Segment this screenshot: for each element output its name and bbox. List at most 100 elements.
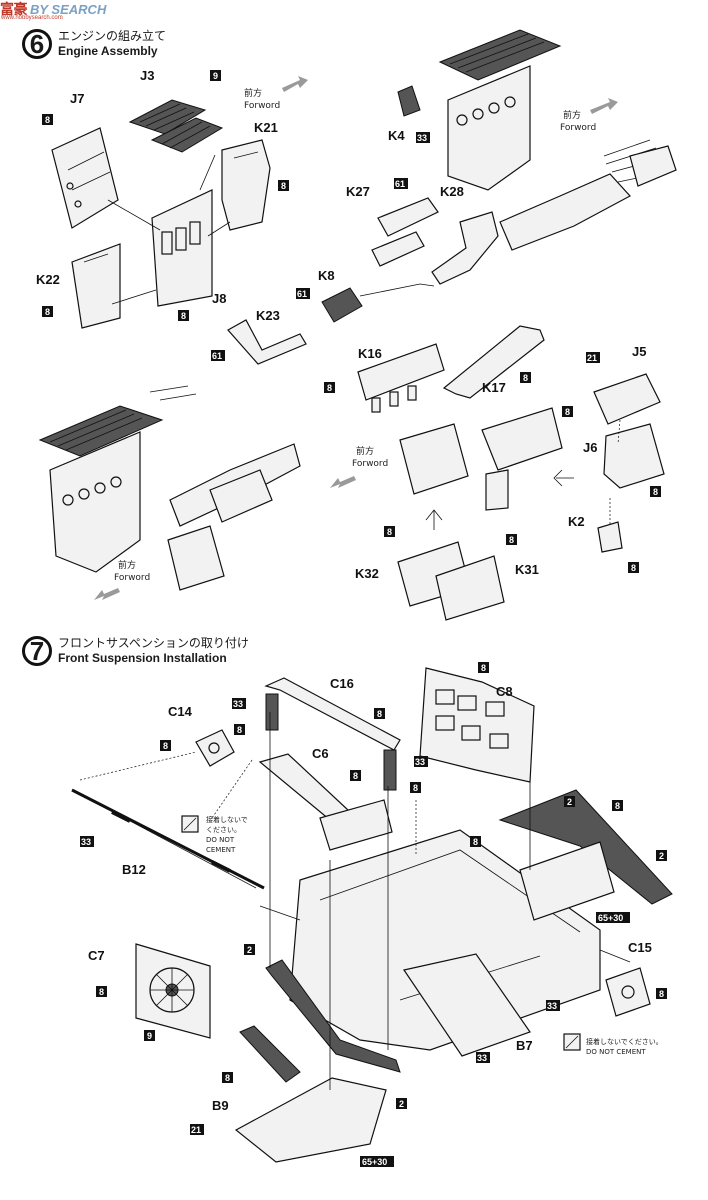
label-k8: K8	[318, 268, 335, 283]
tag-2: 2	[659, 851, 664, 861]
arrow-left	[553, 469, 574, 487]
part-airbox	[399, 407, 563, 511]
watermark-sub: BY SEARCH	[30, 1, 107, 17]
tag-61: 61	[395, 179, 405, 189]
label-k4: K4	[388, 128, 405, 143]
no-cement-b-en: DO NOT CEMENT	[586, 1048, 646, 1056]
forward-arrow-2	[590, 98, 618, 114]
part-b7-floor	[403, 953, 531, 1057]
part-k16-manifold	[357, 343, 445, 413]
part-b9-undertray	[234, 1077, 387, 1163]
tag-8: 8	[615, 801, 620, 811]
tag-8: 8	[237, 725, 242, 735]
label-j7: J7	[70, 91, 84, 106]
label-b9: B9	[212, 1098, 229, 1113]
label-k16: K16	[358, 346, 382, 361]
label-c7: C7	[88, 948, 105, 963]
tag-8: 8	[631, 563, 636, 573]
label-k17: K17	[482, 380, 506, 395]
label-k21: K21	[254, 120, 278, 135]
forward-en-2: Forword	[560, 123, 596, 133]
part-j8-block	[151, 189, 213, 307]
tag-8: 8	[523, 373, 528, 383]
part-lower-wishbone	[239, 959, 401, 1083]
label-c6: C6	[312, 746, 329, 761]
step-6-title: エンジンの組み立て Engine Assembly	[58, 29, 166, 59]
label-b7: B7	[516, 1038, 533, 1053]
tag-33: 33	[81, 837, 91, 847]
label-j5: J5	[632, 344, 646, 359]
part-k8-filter	[321, 287, 363, 323]
tag-8: 8	[353, 771, 358, 781]
tag-8: 8	[473, 837, 478, 847]
tag-8: 8	[509, 535, 514, 545]
label-k31: K31	[515, 562, 539, 577]
tag-33: 33	[547, 1001, 557, 1011]
label-k32: K32	[355, 566, 379, 581]
forward-jp-4: 前方	[118, 559, 136, 571]
forward-arrow-4	[94, 588, 120, 600]
label-k28: K28	[440, 184, 464, 199]
label-c8: C8	[496, 684, 513, 699]
tag-8: 8	[565, 407, 570, 417]
part-c16-bar	[264, 677, 401, 791]
no-cement-en1: DO NOT	[206, 836, 235, 844]
no-cement-en2: CEMENT	[206, 846, 236, 854]
part-j3-cam-cover	[128, 99, 224, 153]
label-k2: K2	[568, 514, 585, 529]
forward-jp-1: 前方	[244, 87, 262, 99]
label-k23: K23	[256, 308, 280, 323]
no-cement-b-jp: 接着しないでください。	[586, 1037, 663, 1046]
part-k17-pipe	[442, 325, 545, 399]
part-c14-upright	[195, 729, 235, 767]
tag-33: 33	[477, 1053, 487, 1063]
no-cement-box-2	[563, 1033, 581, 1051]
engine-assembled	[38, 385, 301, 591]
tag-33: 33	[417, 133, 427, 143]
tag-8: 8	[181, 311, 186, 321]
tag-21: 21	[191, 1125, 201, 1135]
engine-top-right	[438, 29, 562, 191]
part-k22-stand	[71, 243, 121, 329]
label-k27: K27	[346, 184, 370, 199]
step-7-number: 7	[22, 636, 52, 666]
part-c8-plate	[419, 667, 535, 783]
part-k27-k28-intake	[359, 197, 499, 297]
forward-jp-3: 前方	[356, 445, 374, 457]
label-b12: B12	[122, 862, 146, 877]
no-cement-box-1	[181, 815, 199, 833]
label-j6: J6	[583, 440, 597, 455]
tag-61: 61	[297, 289, 307, 299]
part-c15-upright	[605, 967, 651, 1017]
part-j7-panel	[51, 127, 119, 229]
tag-8: 8	[659, 989, 664, 999]
watermark-url: www.hobbysearch.com	[1, 15, 63, 21]
step-7-title: フロントサスペンションの取り付け Front Suspension Instal…	[58, 636, 249, 666]
watermark-main: 富豪	[0, 1, 28, 17]
tag-8: 8	[45, 115, 50, 125]
tag-group-step6: 9 8 8 8 8 61 61 61 33 8 8 21 8 8 8 8 8	[42, 70, 661, 573]
tag-33: 33	[233, 699, 243, 709]
tag-group-step7: 8 33 8 8 8 33 8 8 2 8 33 8 2 65+30 2 8 8…	[80, 662, 667, 1167]
forward-en-4: Forword	[114, 573, 150, 583]
forward-en-3: Forword	[352, 459, 388, 469]
tag-9: 9	[213, 71, 218, 81]
label-j3: J3	[140, 68, 154, 83]
tag-21: 21	[587, 353, 597, 363]
tag-9: 9	[147, 1031, 152, 1041]
tag-33: 33	[415, 757, 425, 767]
tag-61: 61	[212, 351, 222, 361]
step-7-title-en: Front Suspension Installation	[58, 651, 227, 665]
step-6-title-jp: エンジンの組み立て	[58, 29, 167, 43]
step-7-title-jp: フロントサスペンションの取り付け	[58, 636, 249, 650]
tag-8: 8	[225, 1073, 230, 1083]
watermark: 富豪 BY SEARCH	[0, 0, 106, 18]
part-k4	[397, 85, 421, 117]
forward-arrow-3	[330, 476, 356, 488]
tag-2: 2	[247, 945, 252, 955]
tag-8: 8	[377, 709, 382, 719]
part-b12-rod	[71, 788, 265, 890]
label-k22: K22	[36, 272, 60, 287]
tag-2: 2	[399, 1099, 404, 1109]
part-c6-wishbone	[258, 753, 393, 851]
